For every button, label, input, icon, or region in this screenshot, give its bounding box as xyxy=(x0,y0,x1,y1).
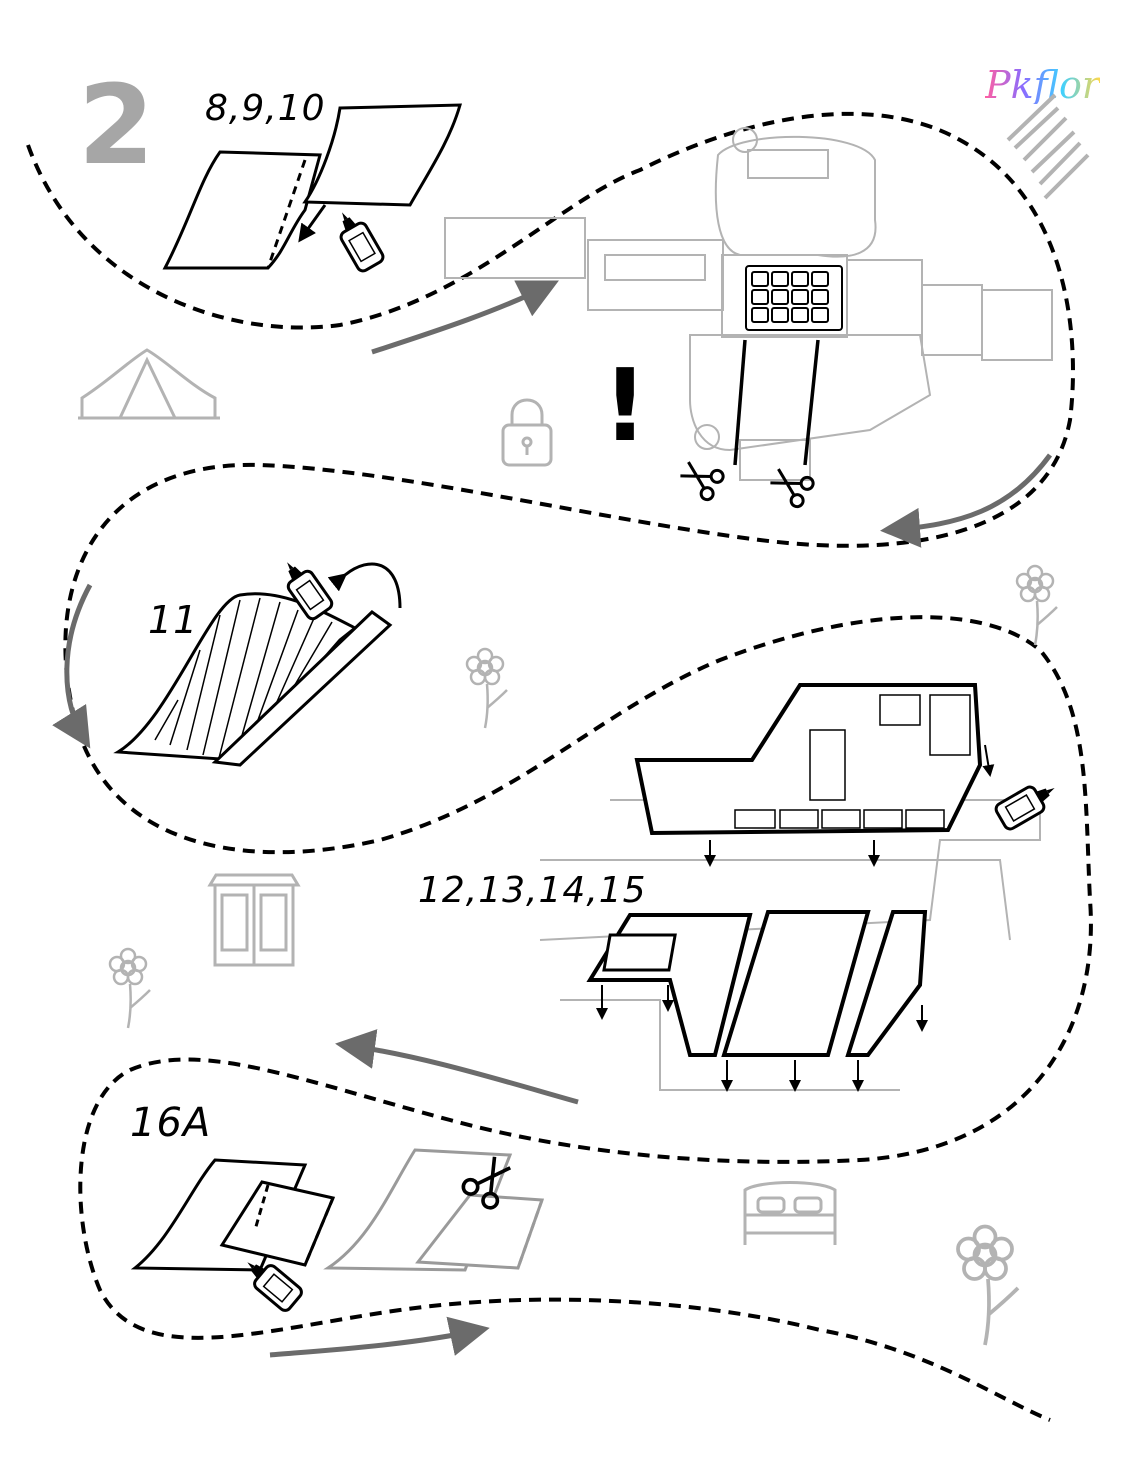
warning-mark: ! xyxy=(602,347,648,464)
svg-text:!: ! xyxy=(602,347,648,464)
cut-lines xyxy=(733,339,820,466)
step-11-label: 11 xyxy=(148,598,199,642)
bed-icon xyxy=(743,1181,837,1245)
glue-bottle-icon xyxy=(992,774,1064,833)
step-12-15-label: 12,13,14,15 xyxy=(418,870,647,911)
page-number: 2 xyxy=(78,61,155,189)
step-16a-ghost-figure xyxy=(323,1148,545,1272)
wardrobe-icon xyxy=(207,873,301,967)
camper-net-ghost xyxy=(444,127,1053,481)
scissors-icon xyxy=(674,453,727,504)
step-16a-label: 16A xyxy=(130,1100,212,1146)
flow-arrows xyxy=(52,280,1053,1358)
flower-icon xyxy=(956,1224,1020,1347)
padlock-icon xyxy=(501,398,553,467)
placement-arrows xyxy=(596,744,995,1092)
flower-icon xyxy=(465,647,509,730)
cabinet-grid xyxy=(745,265,843,331)
tent-icon xyxy=(78,348,220,420)
step-8-9-10-figure xyxy=(162,103,463,270)
step-8-9-10-label: 8,9,10 xyxy=(205,88,326,129)
flower-icon xyxy=(108,947,152,1030)
step-11-figure xyxy=(113,562,402,767)
panel-right xyxy=(845,910,928,1057)
dashed-guide-path xyxy=(26,111,1093,1422)
glue-bottle-icon xyxy=(328,203,387,275)
brand-logo: Pkflor xyxy=(985,63,1100,107)
kitchen-panel xyxy=(634,683,983,836)
flower-icon xyxy=(1015,564,1059,647)
panel-middle xyxy=(602,910,871,1057)
scissors-icon xyxy=(764,460,817,511)
ladder-icon xyxy=(1006,93,1090,200)
step-16a-figure xyxy=(130,1158,336,1272)
